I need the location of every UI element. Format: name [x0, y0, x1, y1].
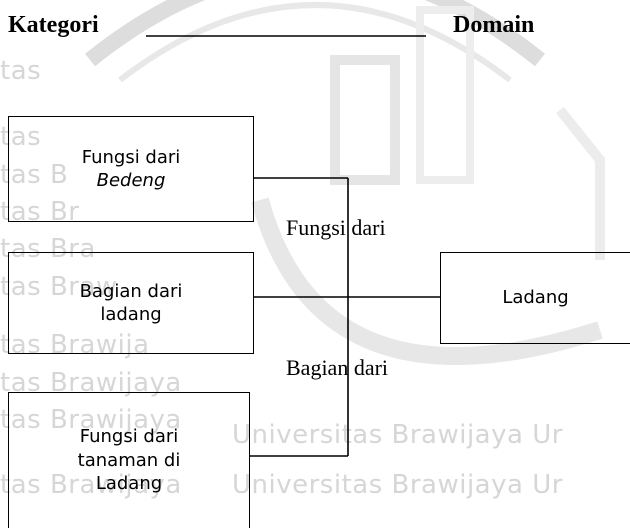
watermark-text: tas Brawijaya — [0, 470, 182, 500]
watermark-text: tas B — [0, 160, 69, 190]
watermark-text: tas Braw — [0, 272, 118, 302]
box-line: Fungsi dari — [79, 426, 179, 448]
relation-label-bagian: Bagian dari — [286, 355, 389, 380]
watermark-text: tas Brawijaya — [0, 368, 182, 398]
box-line: tanaman di — [77, 449, 181, 471]
watermark-text: Universitas Brawijaya Ur — [232, 420, 563, 450]
watermark-text: tas Bra — [0, 234, 96, 264]
watermark-text: tas Br — [0, 197, 80, 227]
category-header: Kategori — [8, 12, 99, 38]
category-box-bagian-ladang: Bagian dari ladang — [8, 252, 254, 354]
category-box-fungsi-bedeng: Fungsi dari Bedeng — [8, 116, 254, 222]
domain-header: Domain — [453, 12, 535, 38]
category-box-fungsi-tanaman: Fungsi dari tanaman di Ladang — [8, 392, 250, 528]
watermark-text: tas — [0, 122, 42, 152]
watermark-text: Universitas Brawijaya Ur — [232, 470, 563, 500]
watermark-text: tas — [0, 56, 42, 86]
domain-box-ladang: Ladang — [440, 252, 630, 344]
box-line: Ladang — [95, 473, 163, 495]
domain-label: Ladang — [502, 287, 569, 309]
box-line: Bagian dari — [79, 280, 183, 302]
box-line: ladang — [100, 304, 162, 325]
box-line: Fungsi dari — [81, 146, 181, 168]
box-line-italic: Bedeng — [96, 170, 166, 191]
relation-label-fungsi: Fungsi dari — [286, 215, 386, 240]
watermark-text: tas Brawija — [0, 330, 150, 360]
watermark-text: tas Brawijaya — [0, 405, 182, 435]
